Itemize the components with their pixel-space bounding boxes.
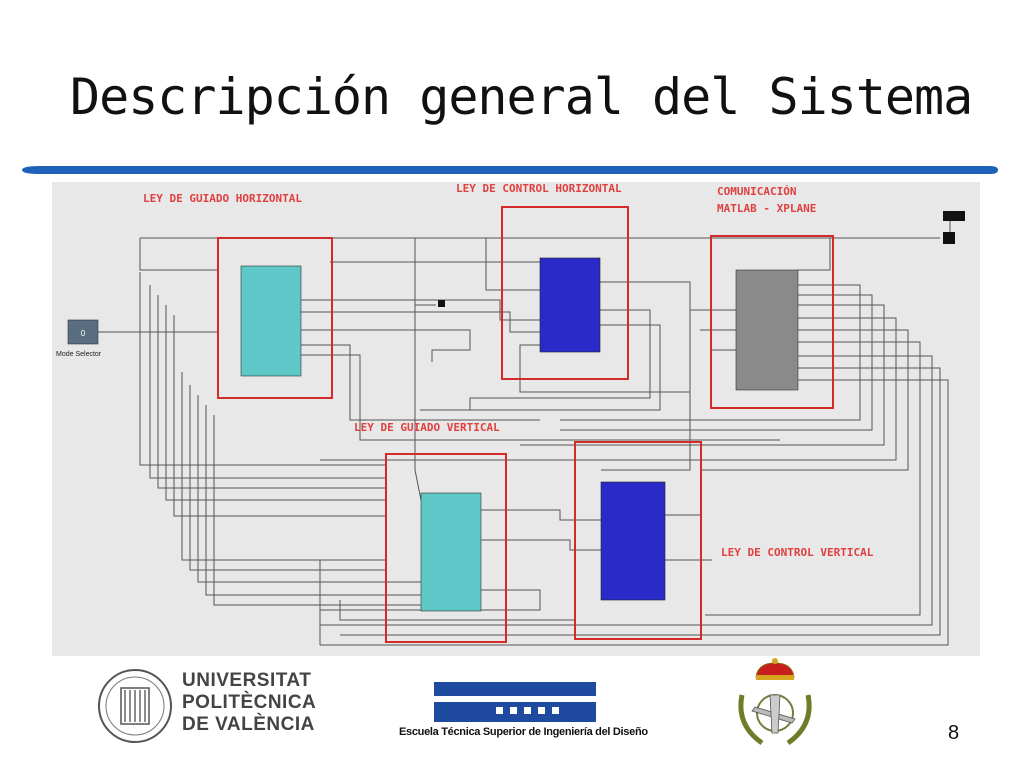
mode-selector-block [67, 319, 99, 345]
label-control-vertical: LEY DE CONTROL VERTICAL [721, 546, 874, 559]
mode-selector-value: 0 [81, 329, 86, 338]
title-underline [22, 166, 998, 174]
comunicacion-block [735, 269, 799, 391]
output-terminator-1 [943, 211, 965, 221]
label-guiado-vertical: LEY DE GUIADO VERTICAL [354, 421, 500, 434]
label-comunicacion-2: MATLAB - XPLANE [717, 202, 816, 215]
aeronautical-crest-icon [738, 658, 812, 746]
control-horizontal-block [539, 257, 601, 353]
upv-line-2: POLITÈCNICA [182, 692, 317, 713]
page-title: Descripción general del Sistema [70, 68, 973, 126]
upv-line-3: DE VALÈNCIA [182, 714, 315, 735]
frame-control-vertical [574, 441, 702, 640]
label-control-horizontal: LEY DE CONTROL HORIZONTAL [456, 182, 622, 195]
page-number: 8 [948, 722, 960, 744]
label-guiado-horizontal: LEY DE GUIADO HORIZONTAL [143, 192, 302, 205]
frame-guiado-vertical [385, 453, 507, 643]
upv-seal-icon [98, 669, 172, 743]
guiado-horizontal-block [240, 265, 302, 377]
diagram-canvas [52, 182, 980, 656]
etsid-name: Escuela Técnica Superior de Ingeniería d… [399, 726, 648, 738]
upv-wordmark: UNIVERSITAT POLITÈCNICA DE VALÈNCIA [182, 670, 316, 736]
label-comunicacion-1: COMUNICACIÓN [717, 185, 796, 198]
control-vertical-block [600, 481, 666, 601]
guiado-vertical-block [420, 492, 482, 612]
output-terminator-2 [943, 232, 955, 244]
mode-selector-label: Mode Selector [56, 351, 102, 358]
frame-control-horizontal [501, 206, 629, 380]
upv-line-1: UNIVERSITAT [182, 670, 312, 691]
frame-guiado-horizontal [217, 237, 333, 399]
etsid-logo-icon [434, 682, 596, 722]
frame-comunicacion [710, 235, 834, 409]
input-terminator [438, 300, 445, 307]
